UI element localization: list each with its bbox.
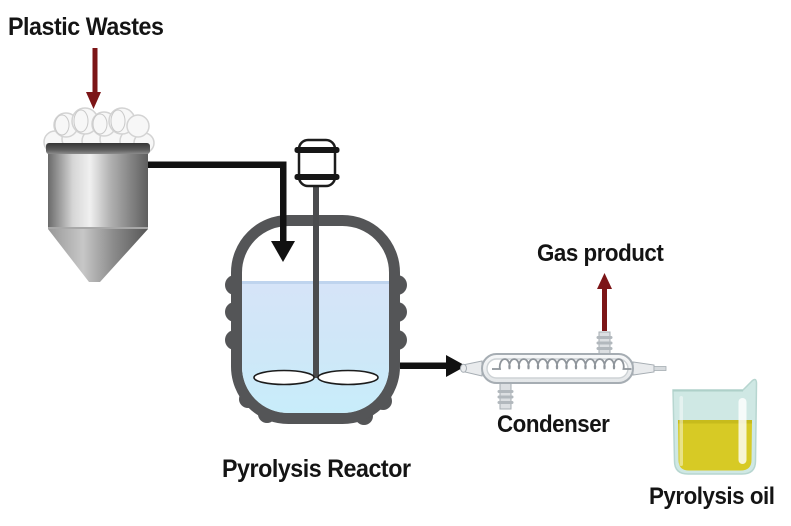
feed-hopper-icon <box>46 143 150 282</box>
plastic-wastes-label: Plastic Wastes <box>8 13 164 41</box>
condenser-icon <box>460 331 667 410</box>
stirrer-motor-icon <box>294 138 340 188</box>
pyrolysis-oil-liquid <box>678 420 752 471</box>
feed-pipe-arrow <box>148 161 295 262</box>
condenser-coil-icon <box>492 358 632 370</box>
stirrer-shaft <box>313 186 319 378</box>
pyrolysis-oil-label: Pyrolysis oil <box>649 483 775 510</box>
gas-product-arrow <box>597 273 612 331</box>
condenser-drain-port <box>497 381 514 410</box>
condenser-label: Condenser <box>497 411 610 438</box>
gas-product-label: Gas product <box>537 240 664 267</box>
condenser-gas-port <box>596 331 613 358</box>
vapor-outlet-arrow <box>400 355 466 377</box>
pyrolysis-reactor-label: Pyrolysis Reactor <box>222 455 411 483</box>
impeller-icon <box>253 369 379 386</box>
oil-beaker-icon <box>672 378 758 475</box>
plastic-feed-arrow <box>86 48 101 109</box>
